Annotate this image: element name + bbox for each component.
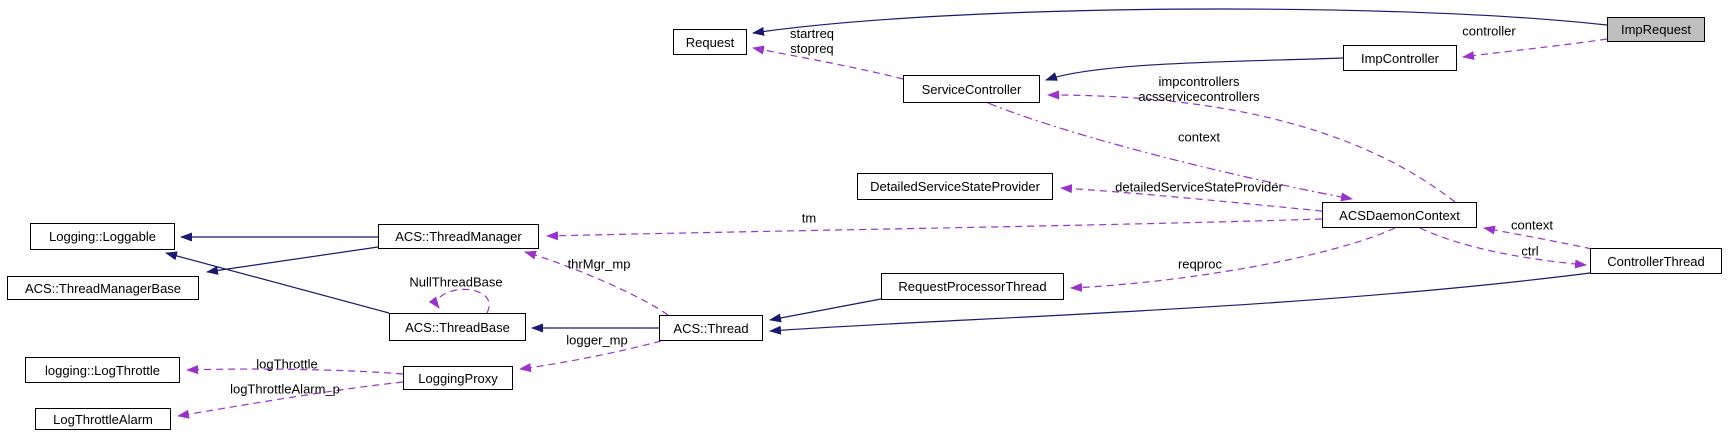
edge-inherit-threadmanager-to-threadmanagerbase	[206, 246, 379, 275]
edge-use-loggingproxy-logthrottlealarm-p	[177, 381, 404, 419]
edge-inherit-imprequest-to-request	[752, 8, 1608, 36]
edge-inherit-threadbase-to-loggable	[165, 251, 390, 314]
node-logging-logthrottle[interactable]: logging::LogThrottle	[25, 357, 180, 383]
node-detailedservicestateprovider[interactable]: DetailedServiceStateProvider	[857, 173, 1053, 200]
node-acs-threadbase[interactable]: ACS::ThreadBase	[389, 313, 526, 341]
node-imprequest[interactable]: ImpRequest	[1607, 17, 1705, 42]
edge-use-imprequest-controller	[1462, 38, 1608, 60]
edge-use-acsdaemoncontext-impcontrollers	[1047, 90, 1456, 203]
edge-use-controllerthread-context	[1483, 225, 1593, 250]
node-acs-threadmanagerbase[interactable]: ACS::ThreadManagerBase	[7, 276, 199, 300]
edge-use-acsdaemoncontext-reqproc	[1070, 227, 1396, 292]
node-servicecontroller[interactable]: ServiceController	[903, 75, 1040, 103]
node-requestprocessorthread[interactable]: RequestProcessorThread	[881, 273, 1064, 300]
edge-inherit-requestprocessorthread-to-thread	[769, 298, 882, 323]
node-acs-threadmanager[interactable]: ACS::ThreadManager	[378, 224, 539, 249]
node-request[interactable]: Request	[673, 29, 747, 55]
node-impcontroller[interactable]: ImpController	[1343, 45, 1457, 71]
edge-use-acsdaemoncontext-tm	[546, 218, 1323, 241]
edge-use-threadbase-nullthreadbase-selfloop	[428, 288, 490, 314]
edge-inherit-impcontroller-to-servicecontroller	[1045, 57, 1344, 81]
edge-use-acsdaemoncontext-detailedservicestateprovider	[1060, 184, 1323, 212]
node-controllerthread[interactable]: ControllerThread	[1590, 248, 1722, 274]
edge-use-thread-logger-mp	[519, 340, 662, 373]
edge-use-servicecontroller-context	[987, 102, 1353, 202]
edge-inherit-controllerthread-to-thread	[769, 272, 1591, 335]
edge-use-thread-thrmgr-mp	[524, 250, 669, 316]
node-logging-loggable[interactable]: Logging::Loggable	[30, 223, 175, 250]
node-acsdaemoncontext[interactable]: ACSDaemonContext	[1322, 202, 1477, 228]
node-logthrottlealarm[interactable]: LogThrottleAlarm	[35, 408, 171, 430]
edge-use-loggingproxy-logthrottle	[186, 365, 404, 375]
node-acs-thread[interactable]: ACS::Thread	[659, 315, 763, 341]
edge-use-servicecontroller-startreq-stopreq	[752, 45, 904, 80]
edge-use-acsdaemoncontext-ctrl	[1419, 227, 1587, 269]
node-loggingproxy[interactable]: LoggingProxy	[403, 366, 513, 390]
